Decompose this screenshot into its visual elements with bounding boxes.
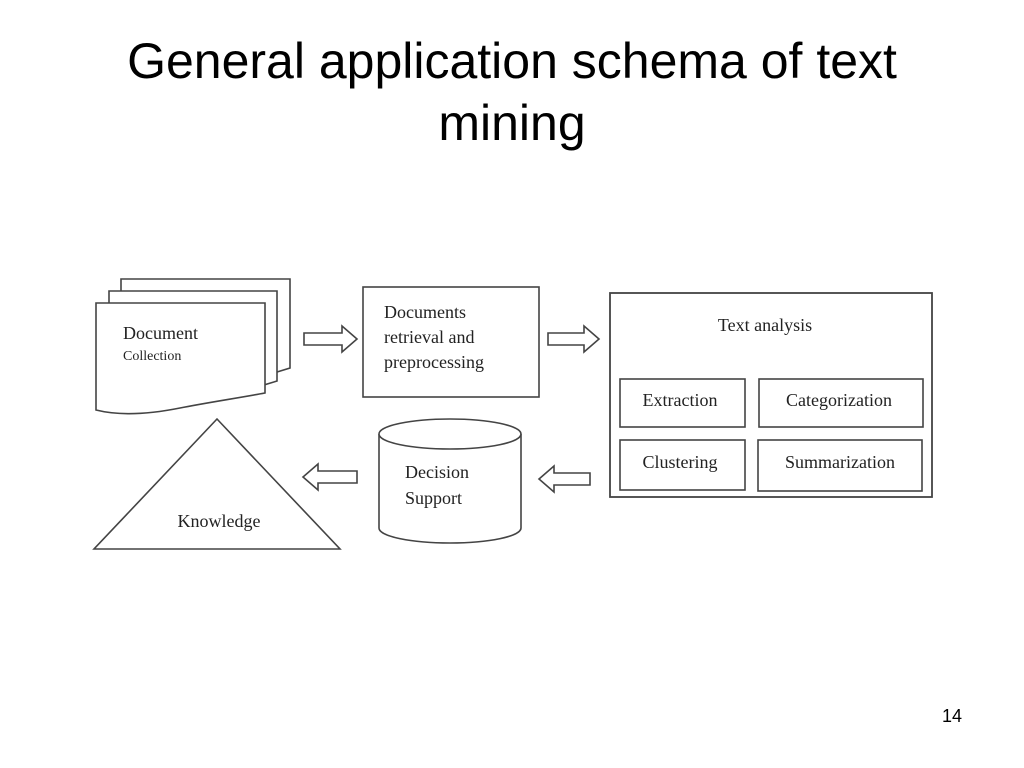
categorization-box bbox=[758, 378, 924, 428]
decision-support-label-line-1: Decision bbox=[405, 462, 469, 482]
summarization-box bbox=[757, 439, 923, 492]
decision-support-label-line-2: Support bbox=[405, 488, 462, 508]
document-collection-label-line-1: Document bbox=[123, 323, 198, 343]
arrow-right-1 bbox=[303, 324, 359, 354]
retrieval-label-line-3: preprocessing bbox=[384, 352, 484, 372]
text-analysis-node: Text analysis Extraction Categorization … bbox=[609, 292, 933, 498]
retrieval-node: Documents retrieval and preprocessing bbox=[362, 286, 540, 398]
clustering-label: Clustering bbox=[643, 452, 718, 472]
arrow-left-2 bbox=[301, 462, 358, 492]
categorization-label: Categorization bbox=[786, 390, 892, 410]
slide-title: General application schema of text minin… bbox=[0, 30, 1024, 154]
slide-title-line-1: General application schema of text bbox=[127, 33, 897, 89]
retrieval-box bbox=[362, 286, 540, 398]
decision-support-cylinder-body bbox=[378, 434, 522, 544]
extraction-box bbox=[619, 378, 746, 428]
summarization-label: Summarization bbox=[785, 452, 895, 472]
decision-support-cylinder-top bbox=[378, 418, 522, 450]
knowledge-triangle bbox=[92, 417, 342, 550]
extraction-label: Extraction bbox=[643, 390, 718, 410]
arrow-left-1 bbox=[537, 464, 591, 494]
document-front-page bbox=[95, 302, 266, 415]
knowledge-node: Knowledge bbox=[92, 417, 342, 550]
arrow-right-2 bbox=[547, 324, 601, 354]
retrieval-label-line-2: retrieval and bbox=[384, 327, 474, 347]
decision-support-node: Decision Support bbox=[378, 418, 522, 544]
document-collection-label-line-2: Collection bbox=[123, 349, 181, 364]
text-analysis-title: Text analysis bbox=[718, 315, 812, 335]
retrieval-label-line-1: Documents bbox=[384, 302, 466, 322]
clustering-box bbox=[619, 439, 746, 491]
document-collection-node: Document Collection bbox=[95, 278, 291, 415]
knowledge-label: Knowledge bbox=[178, 511, 261, 531]
page-number: 14 bbox=[941, 706, 962, 726]
slide-title-line-2: mining bbox=[438, 95, 586, 151]
